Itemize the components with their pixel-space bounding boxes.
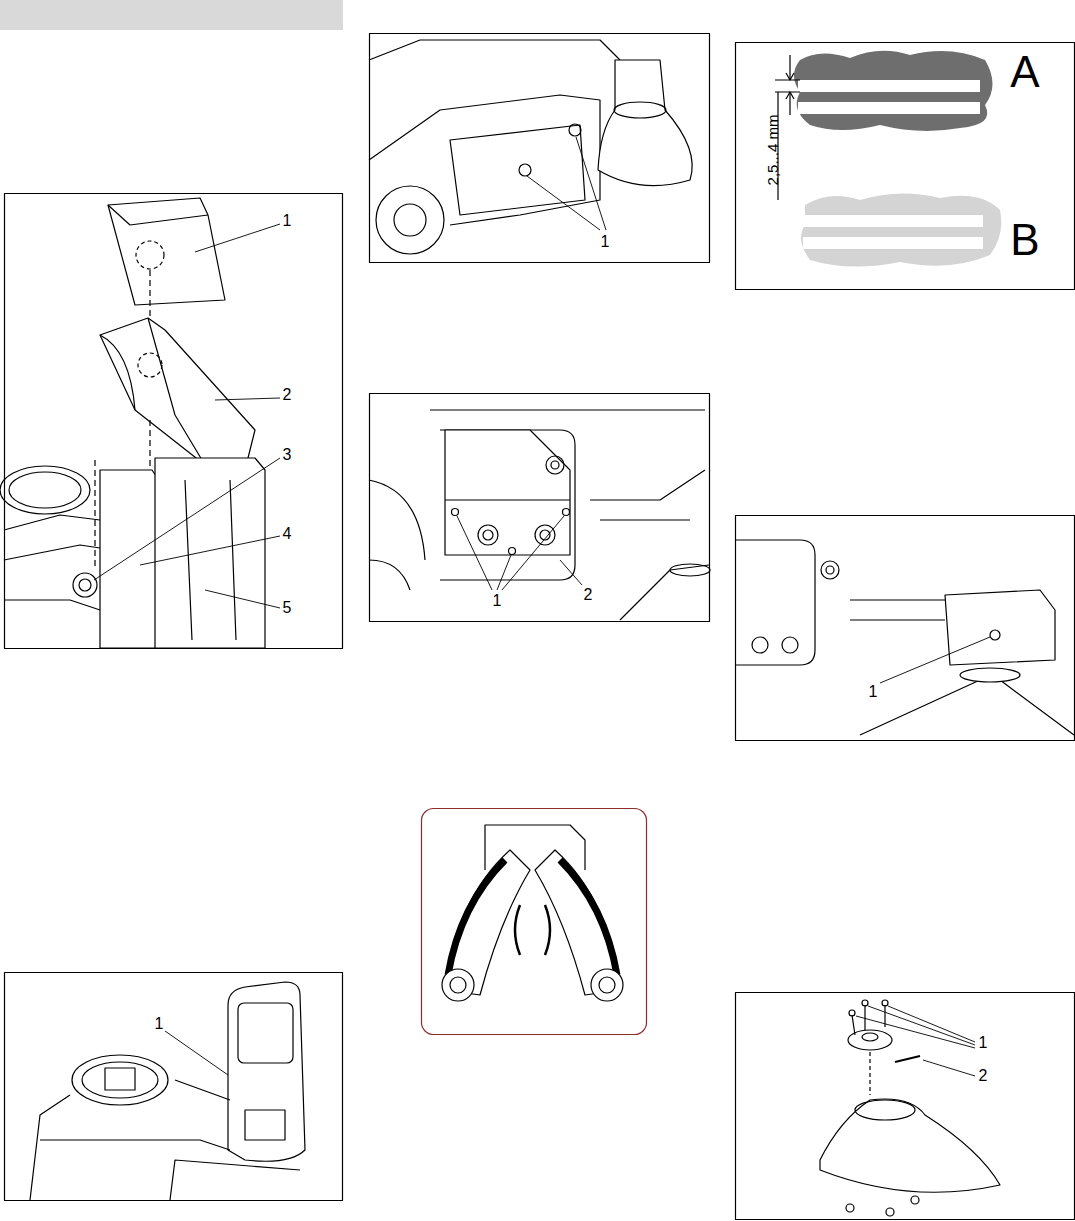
section-header-bar xyxy=(0,0,343,30)
callout-number: 3 xyxy=(281,446,294,464)
callout-number: 2 xyxy=(977,1067,990,1085)
brush-symbol xyxy=(422,809,647,1035)
open-lid-figure xyxy=(5,973,343,1201)
callout-number: 1 xyxy=(281,212,294,230)
variant-letter: A xyxy=(1008,49,1041,95)
callout-number: 1 xyxy=(599,233,612,251)
callout-number: 1 xyxy=(977,1034,990,1052)
callout-number: 5 xyxy=(281,599,294,617)
dust-bag-figure xyxy=(0,194,343,649)
callout-number: 1 xyxy=(491,592,504,610)
callout-number: 2 xyxy=(582,586,595,604)
dimension-label: 2,5...4 mm xyxy=(764,113,781,188)
callout-number: 1 xyxy=(867,683,880,701)
sweep-pattern-figure xyxy=(736,43,1075,290)
callout-number: 2 xyxy=(281,386,294,404)
side-view-figure xyxy=(369,34,710,263)
side-panel-figure xyxy=(369,394,710,622)
variant-letter: B xyxy=(1008,217,1041,263)
callout-number: 4 xyxy=(281,525,294,543)
brush-arm-figure xyxy=(735,516,1075,741)
callout-number: 1 xyxy=(153,1015,166,1033)
brush-exploded-figure xyxy=(736,993,1075,1220)
